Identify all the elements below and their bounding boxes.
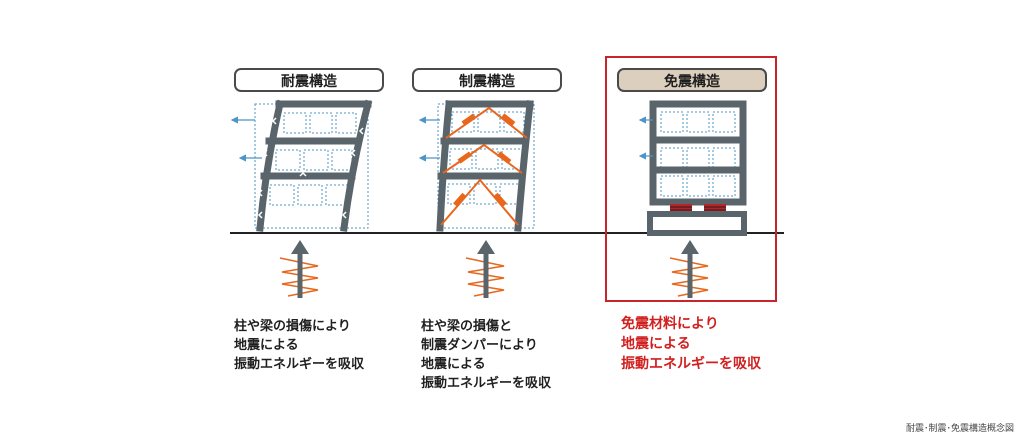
description-line: 地震による <box>421 357 486 372</box>
description-line: 制震ダンパーにより <box>421 338 538 353</box>
foundation-slab <box>647 211 747 236</box>
label-base-isolation: 免震構造 <box>617 68 767 92</box>
highlight-frame <box>605 56 777 302</box>
description-line: 柱や梁の損傷と <box>421 319 513 334</box>
description-line: 地震による <box>621 336 691 352</box>
label-seismic-resistant: 耐震構造 <box>234 68 384 92</box>
seismic-wave-arrows <box>279 240 709 298</box>
seismic-arrow-2 <box>465 240 505 298</box>
vibration-control-building <box>418 100 535 232</box>
description-base-isolation: 免震材料により 地震による 振動エネルギーを吸収 <box>621 314 761 374</box>
description-line: 振動エネルギーを吸収 <box>421 376 552 391</box>
description-seismic-resistant: 柱や梁の損傷により 地震による 振動エネルギーを吸収 <box>234 317 364 374</box>
isolator-bearings <box>670 204 726 213</box>
description-line: 免震材料により <box>621 316 719 332</box>
description-line: 振動エネルギーを吸収 <box>621 356 761 372</box>
description-line: 地震による <box>234 338 299 353</box>
figure-caption: 耐震･制震･免震構造概念図 <box>905 424 1014 434</box>
seismic-resistant-building <box>230 99 373 232</box>
description-line: 振動エネルギーを吸収 <box>234 357 365 372</box>
seismic-arrow-3 <box>669 240 709 298</box>
base-isolation-building <box>638 100 747 236</box>
label-vibration-control: 制震構造 <box>412 68 562 92</box>
description-vibration-control: 柱や梁の損傷と 制震ダンパーにより 地震による 振動エネルギーを吸収 <box>421 317 551 393</box>
damper-braces <box>440 106 528 226</box>
seismic-arrow-1 <box>279 240 319 298</box>
description-line: 柱や梁の損傷により <box>234 319 351 334</box>
